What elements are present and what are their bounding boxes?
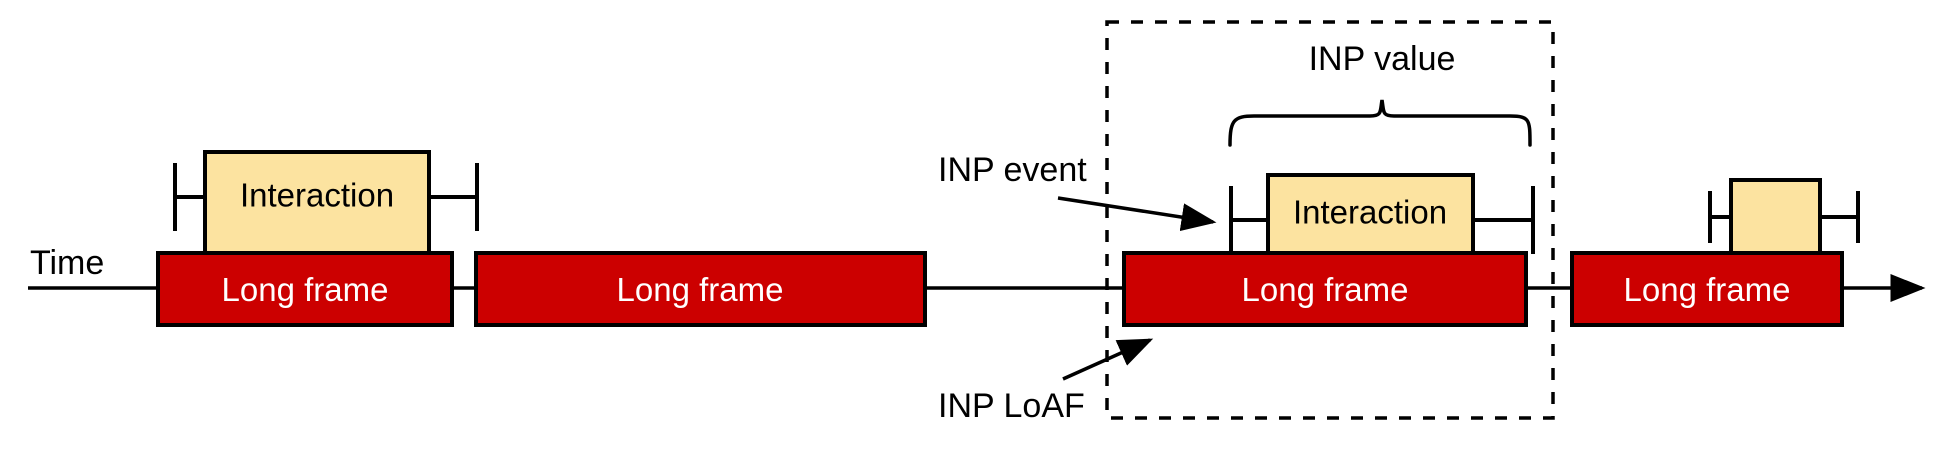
long-frame-0: Long frame [156,251,454,327]
inp-value-brace-group: INP value [1228,40,1532,147]
inp-event-label: INP event [938,151,1087,189]
interaction-2 [1729,178,1822,255]
inp-highlight-region [1105,20,1555,420]
long-frame-label: Long frame [617,271,784,308]
interaction-0: Interaction [203,150,431,255]
inp-event-annotation: INP event [938,151,1217,232]
interaction-bar [1266,173,1475,255]
inp-value-label: INP value [1309,40,1456,78]
interaction-whisker-1 [1229,186,1535,254]
interaction-whisker-2 [1708,191,1860,243]
long-frame-2: Long frame [1122,251,1528,327]
long-frame-label: Long frame [222,271,389,308]
interaction-whisker-0 [173,163,479,231]
long-frame-1: Long frame [474,251,927,327]
interaction-bar [203,150,431,255]
time-axis-label: Time [30,244,104,282]
long-frame-bar [1570,251,1844,327]
interaction-label: Interaction [1293,194,1447,231]
inp-loaf-label: INP LoAF [938,387,1085,425]
interaction-bar [1729,178,1822,255]
inp-event-arrow [1057,196,1217,232]
inp-loaf-arrow [1062,338,1154,381]
long-frame-label: Long frame [1624,271,1791,308]
inp-loaf-annotation: INP LoAF [938,338,1154,425]
interaction-1: Interaction [1266,173,1475,255]
long-frame-3: Long frame [1570,251,1844,327]
long-frame-label: Long frame [1242,271,1409,308]
long-frame-bar [474,251,927,327]
interaction-label: Interaction [240,177,394,214]
inp-value-brace [1228,99,1532,147]
